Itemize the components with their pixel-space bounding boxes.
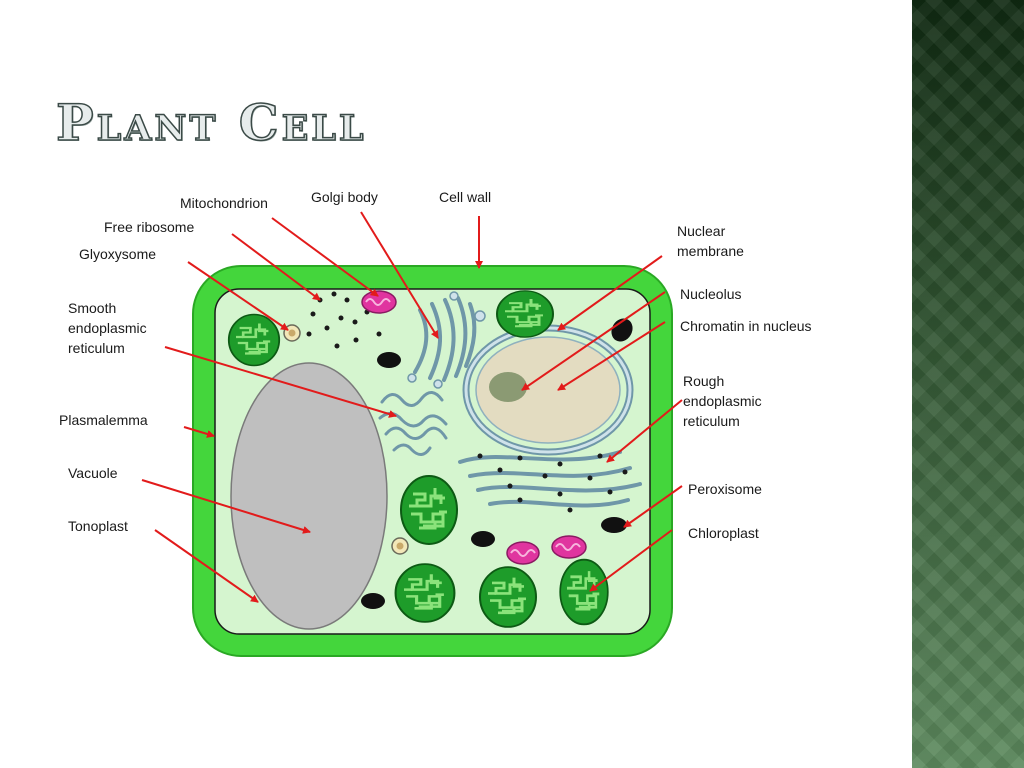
label-plasmalemma: Plasmalemma — [59, 412, 148, 428]
mitochondrion — [551, 535, 587, 559]
arrow-nucleolus — [521, 291, 666, 391]
mitochondrion — [506, 541, 540, 565]
vacuole — [230, 362, 388, 630]
label-rough-er: Rough endoplasmic reticulum — [683, 373, 766, 429]
arrow-tonoplast — [154, 529, 259, 603]
label-nucleolus: Nucleolus — [680, 286, 741, 302]
label-cell-wall: Cell wall — [439, 189, 491, 205]
chloroplast — [227, 313, 281, 367]
label-chloroplast: Chloroplast — [688, 525, 759, 541]
glyoxysome — [283, 324, 301, 342]
decorative-side-panel — [912, 0, 1024, 768]
slide-title: Plant Cell — [55, 93, 367, 152]
arrow-vacuole — [141, 479, 311, 534]
label-golgi-body: Golgi body — [311, 189, 378, 205]
chloroplast — [495, 289, 555, 339]
plant-cell-diagram: Mitochondrion Golgi body Cell wall Free … — [59, 189, 812, 657]
label-vacuole: Vacuole — [68, 465, 118, 481]
chloroplast — [399, 474, 459, 546]
label-nuclear-membrane: Nuclear membrane — [677, 223, 744, 259]
label-mitochondrion: Mitochondrion — [180, 195, 268, 211]
arrow-chloroplast — [589, 529, 673, 592]
arrow-smooth-er — [164, 346, 397, 418]
arrow-free-ribosome — [231, 233, 321, 301]
golgi-body — [413, 296, 477, 382]
arrow-peroxisome — [623, 485, 683, 528]
chloroplast — [394, 562, 456, 624]
label-tonoplast: Tonoplast — [68, 518, 128, 534]
label-glyoxysome: Glyoxysome — [79, 246, 156, 262]
nucleolus — [489, 372, 527, 402]
label-chromatin: Chromatin in nucleus — [680, 318, 812, 334]
arrow-chromatin — [557, 321, 666, 391]
chloroplast — [478, 565, 538, 629]
label-smooth-er: Smooth endoplasmic reticulum — [68, 300, 151, 356]
arrow-plasmalemma — [183, 426, 215, 438]
arrow-golgi-body — [360, 211, 439, 339]
free-ribosomes — [306, 291, 382, 349]
glyoxysome — [391, 537, 409, 555]
label-free-ribosome: Free ribosome — [104, 219, 194, 235]
arrow-mitochondrion — [271, 217, 379, 297]
chloroplast — [558, 558, 610, 626]
arrow-nuclear-membrane — [557, 255, 663, 331]
nucleus — [462, 324, 634, 456]
label-peroxisome: Peroxisome — [688, 481, 762, 497]
arrow-glyoxysome — [187, 261, 289, 331]
arrow-rough-er — [606, 399, 683, 463]
mitochondrion — [361, 290, 397, 314]
